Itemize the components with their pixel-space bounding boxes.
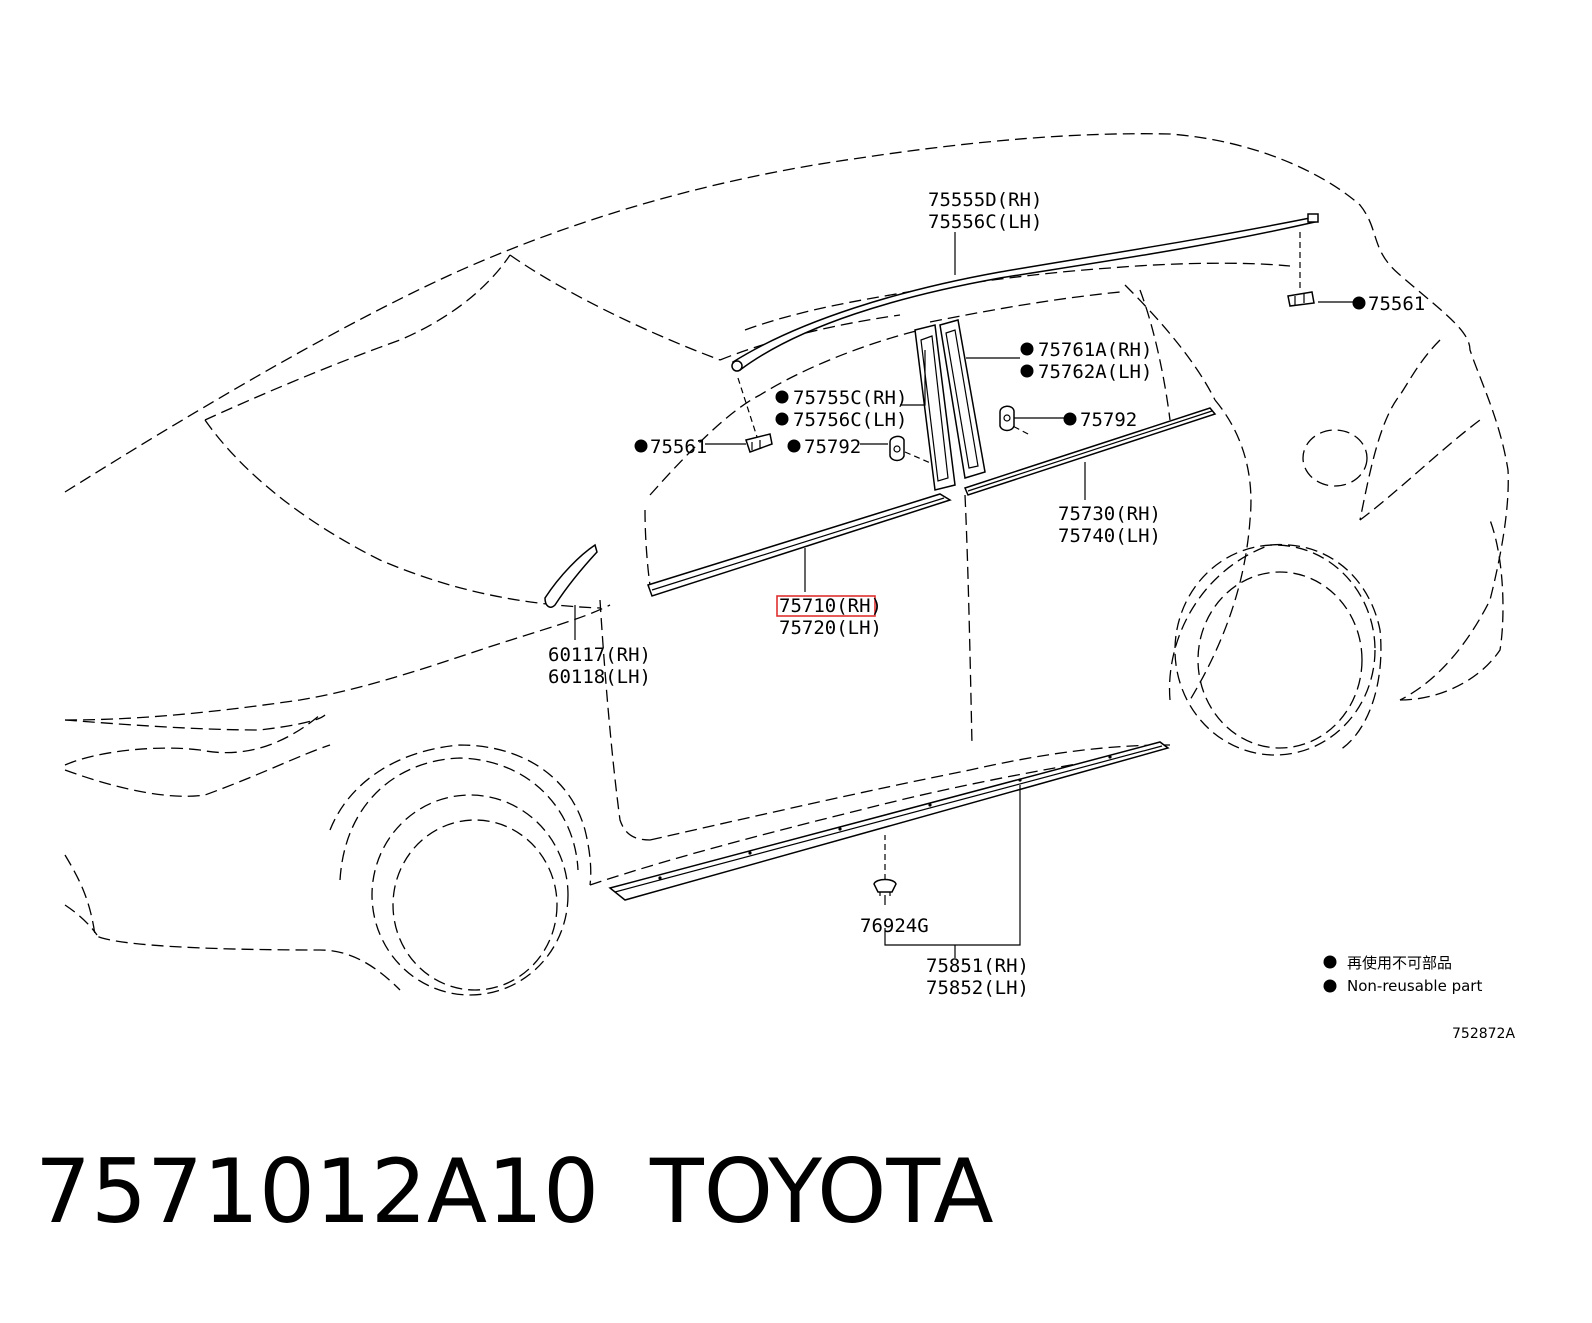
label-pillar-rear-rh[interactable]: 75761A(RH): [1038, 339, 1152, 361]
legend: 再使用不可部品 Non-reusable part: [1347, 954, 1482, 995]
front-belt-molding[interactable]: [647, 493, 952, 597]
diagram-code: 752872A: [1452, 1026, 1515, 1042]
clip-75792-front-icon[interactable]: [889, 435, 905, 462]
label-belt-rear-lh[interactable]: 75740(LH): [1058, 525, 1161, 547]
label-clip-rocker[interactable]: 76924G: [860, 915, 929, 937]
label-clip-792-rear[interactable]: 75792: [1080, 409, 1137, 431]
rocker-holes: [658, 755, 1112, 880]
label-pillar-rear-lh[interactable]: 75762A(LH): [1038, 361, 1152, 383]
leader-lines: [574, 232, 1360, 958]
highlight-box: [776, 595, 876, 617]
footer-brand: TOYOTA: [649, 1140, 994, 1243]
legend-line-1: 再使用不可部品: [1347, 954, 1452, 972]
footer-part-number: 7571012A10: [35, 1140, 599, 1243]
rear-door-pillar-garnish[interactable]: [939, 319, 986, 479]
part-labels: 75555D(RH) 75556C(LH) 75561 75561 75761A…: [548, 189, 1425, 999]
label-belt-rear-rh[interactable]: 75730(RH): [1058, 503, 1161, 525]
rear-belt-molding[interactable]: [963, 407, 1217, 496]
label-belt-front-lh[interactable]: 75720(LH): [779, 617, 882, 639]
label-delta-lh[interactable]: 60118(LH): [548, 666, 651, 688]
clip-75792-rear-icon[interactable]: [999, 405, 1015, 432]
delta-cover[interactable]: [544, 543, 598, 608]
label-clip-front[interactable]: 75561: [650, 436, 707, 458]
roof-drip-molding[interactable]: [731, 213, 1319, 372]
rocker-panel-molding[interactable]: [608, 741, 1170, 901]
label-roof-molding-lh[interactable]: 75556C(LH): [928, 211, 1042, 233]
label-delta-rh[interactable]: 60117(RH): [548, 644, 651, 666]
car-body-outline: [64, 133, 1509, 996]
non-reusable-markers: [634, 296, 1366, 993]
label-belt-front-rh[interactable]: 75710(RH): [779, 595, 882, 617]
legend-line-2: Non-reusable part: [1347, 977, 1482, 995]
label-roof-molding-rh[interactable]: 75555D(RH): [928, 189, 1042, 211]
clip-76924g-icon[interactable]: [873, 878, 897, 897]
clip-75561-rear-icon[interactable]: [1287, 291, 1315, 307]
label-pillar-front-rh[interactable]: 75755C(RH): [793, 387, 907, 409]
label-clip-792-front[interactable]: 75792: [804, 436, 861, 458]
label-rocker-rh[interactable]: 75851(RH): [926, 955, 1029, 977]
label-rocker-lh[interactable]: 75852(LH): [926, 977, 1029, 999]
label-clip-rear[interactable]: 75561: [1368, 293, 1425, 315]
clip-75561-front-icon[interactable]: [745, 433, 773, 453]
label-pillar-front-lh[interactable]: 75756C(LH): [793, 409, 907, 431]
